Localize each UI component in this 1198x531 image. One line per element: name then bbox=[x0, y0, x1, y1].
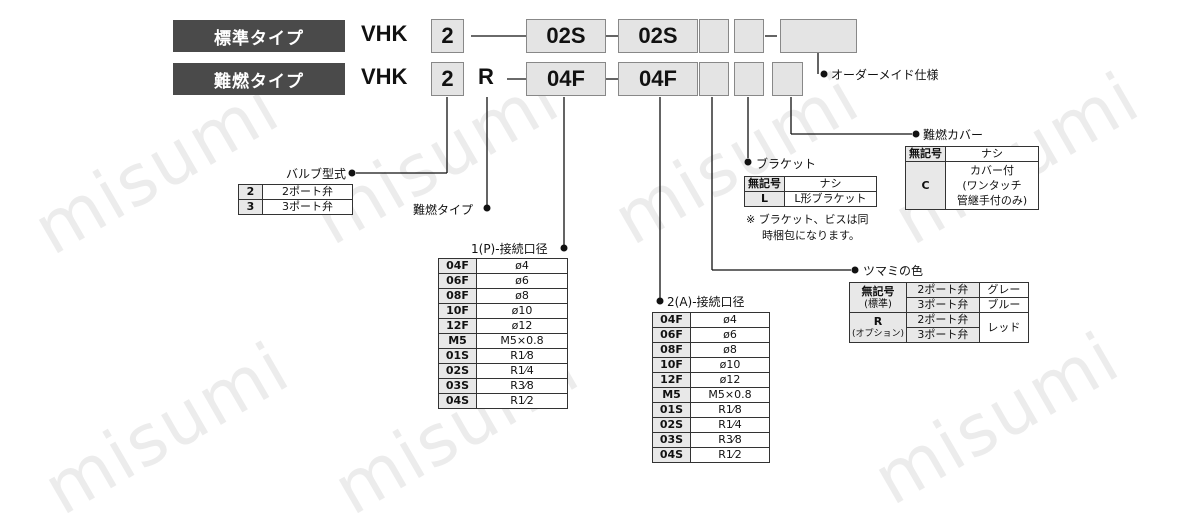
port1-box: 02S bbox=[526, 19, 606, 53]
table-row: R (オプション) 2ポート弁 レッド bbox=[848, 312, 1030, 343]
order-made-box bbox=[780, 19, 857, 53]
flame-code: R bbox=[478, 64, 494, 89]
standard-type-label: 標準タイプ bbox=[173, 20, 345, 52]
option-box bbox=[734, 62, 764, 96]
port2-box: 02S bbox=[618, 19, 698, 53]
valve-type-label: バルブ型式 bbox=[286, 167, 347, 181]
option-box bbox=[734, 19, 764, 53]
table-row: C カバー付 (ワンタッチ 管継手付のみ) bbox=[905, 161, 1039, 210]
table-row: 無記号ナシ bbox=[905, 146, 1039, 162]
size-box: 2 bbox=[431, 19, 464, 53]
knob-color-table: 無記号 (標準) 2ポート弁 グレー 3ポート弁 ブルー R (オプション) 2… bbox=[848, 282, 1030, 343]
model-prefix: VHK bbox=[361, 21, 408, 46]
model-prefix: VHK bbox=[361, 64, 408, 89]
port1-label: 1(P)-接続口径 bbox=[471, 242, 548, 256]
order-made-label: オーダーメイド仕様 bbox=[831, 68, 939, 82]
cover-table: 無記号ナシ C カバー付 (ワンタッチ 管継手付のみ) bbox=[905, 146, 1039, 210]
cover-label: 難燃カバー bbox=[923, 128, 984, 142]
bracket-note-line: ※ ブラケット、ビスは同 bbox=[746, 213, 869, 226]
port1-box: 04F bbox=[526, 62, 606, 96]
option-box bbox=[772, 62, 803, 96]
flame-type-label: 難燃タイプ bbox=[173, 63, 345, 95]
knob-color-label: ツマミの色 bbox=[863, 264, 924, 278]
bracket-label: ブラケット bbox=[756, 157, 817, 171]
table-row: 3ポート弁 ブルー bbox=[850, 297, 1030, 313]
flame-type-caption: 難燃タイプ bbox=[413, 203, 474, 217]
table-row: 3ポート弁 bbox=[850, 327, 1029, 343]
connector-lines bbox=[348, 35, 920, 305]
size-box: 2 bbox=[431, 62, 464, 96]
option-box bbox=[699, 19, 729, 53]
port2-box: 04F bbox=[618, 62, 698, 96]
bracket-note-line: 時梱包になります。 bbox=[762, 229, 860, 242]
table-row: 無記号ナシ bbox=[744, 176, 877, 192]
option-box bbox=[699, 62, 729, 96]
table-row: 無記号 (標準) 2ポート弁 グレー bbox=[848, 282, 1030, 313]
port2-label: 2(A)-接続口径 bbox=[667, 295, 745, 309]
